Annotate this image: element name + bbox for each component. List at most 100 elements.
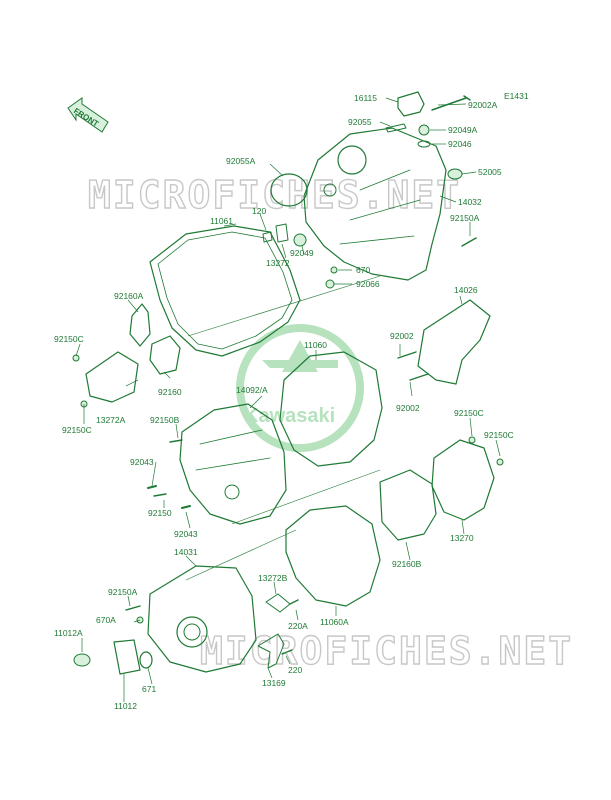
cover-13270 xyxy=(431,439,495,521)
label-671: 671 xyxy=(142,684,156,694)
kawasaki-badge: Kawasaki xyxy=(236,324,364,452)
gasket-11061 xyxy=(149,225,301,357)
engine-cover-boss xyxy=(224,484,240,500)
dowel-120 xyxy=(262,231,273,243)
label-92002-2: 92002 xyxy=(396,403,420,413)
clutch-cover-hub xyxy=(337,145,367,175)
label-11012a: 11012A xyxy=(54,628,83,638)
front-arrow-icon: FRONT xyxy=(67,97,109,133)
label-14031: 14031 xyxy=(174,547,198,557)
label-92043-1: 92043 xyxy=(130,457,154,467)
label-13270: 13270 xyxy=(450,533,474,543)
plate-92160b xyxy=(379,469,437,541)
pin-92043-1 xyxy=(147,485,157,489)
label-92160a: 92160A xyxy=(114,291,144,301)
bolt-92002-2 xyxy=(409,373,429,381)
seal-52005 xyxy=(447,168,463,180)
label-220: 220 xyxy=(288,665,302,675)
bolt-92150a-bottom xyxy=(125,605,141,611)
oring-92046 xyxy=(417,140,431,148)
label-92043-2: 92043 xyxy=(174,529,198,539)
clutch-cover-ribs xyxy=(339,169,421,245)
bracket-13272b xyxy=(265,593,291,613)
label-11060a: 11060A xyxy=(320,617,349,627)
leader-lines xyxy=(75,97,501,702)
washer-92049a xyxy=(418,124,430,136)
gasket-92055 xyxy=(385,123,407,133)
label-670a: 670A xyxy=(96,615,116,625)
label-52005: 52005 xyxy=(478,167,502,177)
generator-cover-ring-inner xyxy=(183,623,201,641)
label-13272: 13272 xyxy=(266,258,290,268)
label-92049a: 92049A xyxy=(448,125,478,135)
cover-92160 xyxy=(149,335,181,375)
bolt-92150a-top xyxy=(461,237,477,247)
label-11060: 11060 xyxy=(304,340,327,350)
bolt-92150b xyxy=(169,439,183,443)
label-670-top: 670 xyxy=(356,265,370,275)
label-14032: 14032 xyxy=(458,197,482,207)
label-92049: 92049 xyxy=(290,248,314,258)
label-13272b: 13272B xyxy=(258,573,288,583)
bolt-92150c-4 xyxy=(496,458,504,466)
oring-92055a xyxy=(270,173,308,207)
cover-92160a xyxy=(129,303,151,347)
kawasaki-brand: Kawasaki xyxy=(244,405,335,427)
label-16115: 16115 xyxy=(354,93,377,103)
clutch-cover-boss xyxy=(323,183,337,197)
label-92150b: 92150B xyxy=(150,415,180,425)
label-92160b: 92160B xyxy=(392,559,422,569)
label-13272a: 13272A xyxy=(96,415,126,425)
label-92150a-bottom: 92150A xyxy=(108,587,138,597)
reference-lines xyxy=(185,275,381,581)
oring-671 xyxy=(139,651,153,669)
pin-92043-2 xyxy=(181,505,191,509)
plug-92066 xyxy=(325,279,335,289)
label-92150a-top: 92150A xyxy=(450,213,480,223)
label-120: 120 xyxy=(252,206,266,216)
label-92046: 92046 xyxy=(448,139,472,149)
label-92055: 92055 xyxy=(348,117,372,127)
gasket-11061-inner xyxy=(157,231,293,350)
label-11061: 11061 xyxy=(210,216,233,226)
bolt-92002-1 xyxy=(397,351,417,359)
label-92150c-4: 92150C xyxy=(484,430,514,440)
engine-cover-ribs xyxy=(195,429,271,471)
label-220a: 220A xyxy=(288,621,308,631)
bolt-long xyxy=(431,95,471,111)
label-92150c-2: 92150C xyxy=(62,425,92,435)
part-labels: 16115 92002A 92055 92049A 92046 52005 14… xyxy=(54,93,514,711)
label-92066: 92066 xyxy=(356,279,380,289)
engine-cover-14092a xyxy=(179,403,287,525)
gasket-11060a xyxy=(285,505,381,607)
label-92150: 92150 xyxy=(148,508,172,518)
label-11012: 11012 xyxy=(114,701,137,711)
generator-cover-ring xyxy=(176,616,208,648)
lever-13169 xyxy=(257,633,285,669)
dowel-670-top xyxy=(330,266,338,274)
label-13169: 13169 xyxy=(262,678,286,688)
bolt-92150c-3 xyxy=(468,436,476,444)
cap-11012 xyxy=(113,639,141,675)
label-14026: 14026 xyxy=(454,285,478,295)
clutch-cover-14032 xyxy=(303,127,447,281)
diagram-code: E1431 xyxy=(504,91,529,101)
oil-filler-cap xyxy=(397,91,425,117)
watermark-bottom: MICROFICHES.NET xyxy=(200,629,573,673)
bolt-220 xyxy=(281,649,293,655)
bolt-92150 xyxy=(153,493,167,497)
generator-cover-14031 xyxy=(147,565,257,673)
bracket-13272 xyxy=(275,223,289,243)
label-92160: 92160 xyxy=(158,387,182,397)
gasket-11060 xyxy=(279,351,383,467)
sprocket-cover-14026 xyxy=(417,299,491,385)
label-92150c-1: 92150C xyxy=(54,334,84,344)
plug-11012a xyxy=(73,653,91,667)
washer-92049 xyxy=(293,233,307,247)
label-92150c-3: 92150C xyxy=(454,408,484,418)
label-92002-1: 92002 xyxy=(390,331,414,341)
shield-13272a xyxy=(85,351,139,403)
label-92055a: 92055A xyxy=(226,156,256,166)
watermark-top: MICROFICHES.NET xyxy=(88,173,461,217)
